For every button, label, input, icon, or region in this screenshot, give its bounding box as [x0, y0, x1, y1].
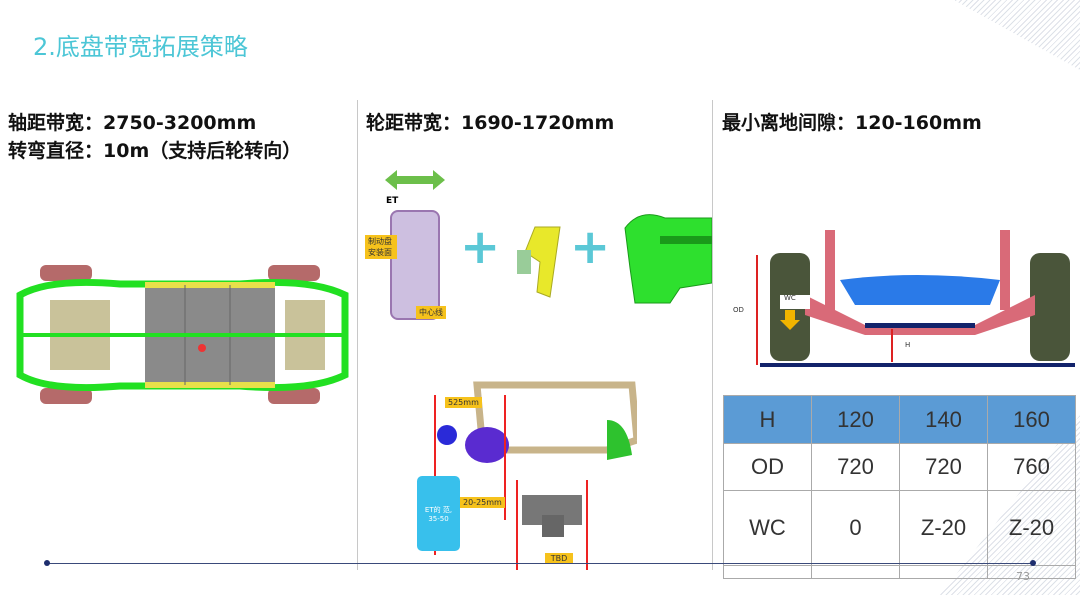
- dim-525-tag: 525mm: [445, 397, 482, 408]
- double-arrow-icon: [385, 170, 445, 190]
- dim-20-25-tag: 20-25mm: [460, 497, 505, 508]
- wheel-rim-section: [390, 210, 440, 320]
- knuckle-part: [517, 226, 561, 298]
- et-label: ET: [386, 196, 399, 206]
- table-row: [723, 565, 1076, 579]
- table-header-row: H 120 140 160: [723, 395, 1076, 444]
- table-cell: [723, 565, 812, 579]
- table-cell: 720: [899, 443, 988, 491]
- centerline-tag: 中心线: [416, 306, 446, 319]
- turning-diameter-text: 转弯直径：10m（支持后轮转向）: [8, 140, 302, 162]
- table-cell: [811, 565, 900, 579]
- rear-axle-diagram: [756, 230, 1075, 367]
- table-cell: Z-20: [899, 490, 988, 566]
- table-row: WC 0 Z-20 Z-20: [723, 490, 1076, 566]
- column-divider: [357, 100, 358, 570]
- h-label: H: [905, 341, 911, 349]
- table-cell: Z-20: [987, 490, 1076, 566]
- od-label: OD: [733, 306, 744, 314]
- table-header-cell: 140: [899, 395, 988, 444]
- table-cell: 720: [811, 443, 900, 491]
- table-cell: 760: [987, 443, 1076, 491]
- track-heading: 轮距带宽：1690-1720mm: [366, 112, 615, 134]
- et-range-box: ET的 范, 35-50: [417, 476, 460, 551]
- plus-icon: +: [570, 219, 611, 275]
- wheelbase-heading: 轴距带宽：2750-3200mm 转弯直径：10m（支持后轮转向）: [8, 109, 348, 165]
- ground-clearance-heading: 最小离地间隙：120-160mm: [722, 112, 982, 134]
- brake-mount-tag: 制动盘安装面: [365, 235, 397, 259]
- table-row: OD 720 720 760: [723, 443, 1076, 491]
- wc-label: WC: [784, 294, 796, 302]
- table-header-cell: H: [723, 395, 812, 444]
- table-cell: [899, 565, 988, 579]
- clearance-table: H 120 140 160 OD 720 720 760 WC 0 Z-20 Z…: [723, 395, 1076, 579]
- decor-hatch-top: [954, 0, 1080, 70]
- slide-title: 2.底盘带宽拓展策略: [33, 33, 248, 61]
- table-cell: [987, 565, 1076, 579]
- tbd-tag: TBD: [545, 553, 573, 564]
- footer-dot: [1030, 560, 1036, 566]
- footer-dot: [44, 560, 50, 566]
- axle-diagram: [434, 381, 637, 570]
- table-cell: OD: [723, 443, 812, 491]
- table-cell: WC: [723, 490, 812, 566]
- plus-icon: +: [460, 219, 501, 275]
- wheelbase-text: 轴距带宽：2750-3200mm: [8, 112, 257, 134]
- chassis-top-view: [16, 265, 349, 404]
- subframe-part: [624, 214, 712, 304]
- footer-line: [47, 563, 1033, 564]
- table-header-cell: 160: [987, 395, 1076, 444]
- table-cell: 0: [811, 490, 900, 566]
- column-divider: [712, 100, 713, 570]
- page-number: 73: [1016, 570, 1030, 583]
- table-header-cell: 120: [811, 395, 900, 444]
